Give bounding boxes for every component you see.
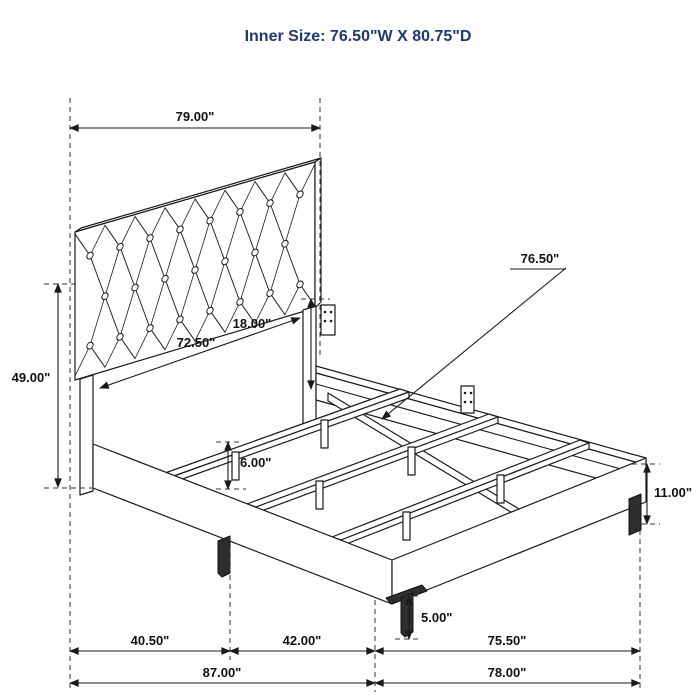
mid-metal-leg <box>217 535 231 578</box>
dimension-annotations: 79.00" 49.00" 72.50" 18.00" 76.50" 6.00"… <box>12 98 692 692</box>
dim-label-headboard-height: 49.00" <box>12 370 51 385</box>
dim-label-headboard-width: 79.00" <box>176 109 215 124</box>
headboard-bracket <box>320 304 336 336</box>
slat-leg <box>496 474 505 504</box>
headboard-left-leg <box>79 374 94 496</box>
rail-bracket <box>460 385 475 414</box>
dim-label-slatleg-6: 6.00" <box>240 455 271 470</box>
dim-label-rail-11: 11.00" <box>654 485 692 500</box>
dim-label-span-42: 42.00" <box>283 633 322 648</box>
dim-label-gap-18: 18.00" <box>233 316 272 331</box>
dim-label-overall-87: 87.00" <box>203 665 242 680</box>
dim-label-overall-78: 78.00" <box>488 665 527 680</box>
slat-3 <box>331 439 590 547</box>
dim-label-inner-width: 72.50" <box>177 335 216 350</box>
dim-line-inner-width <box>99 317 301 389</box>
page-title: Inner Size: 76.50"W X 80.75"D <box>245 28 472 45</box>
foot-leg-plate <box>385 584 428 605</box>
corner-metal-leg <box>628 493 642 536</box>
slat-2 <box>246 413 499 514</box>
bed-drawing <box>74 157 647 638</box>
slat-leg <box>231 451 240 481</box>
dim-label-span-75: 75.50" <box>488 633 527 648</box>
foot-rail-face <box>391 457 647 605</box>
headboard-right-leg <box>302 305 317 436</box>
slat-leg <box>320 419 329 449</box>
dim-label-span-40: 40.50" <box>131 633 170 648</box>
far-rail-inner-face <box>315 372 647 493</box>
slat-leg <box>407 446 416 476</box>
slat-leg <box>402 511 411 541</box>
dim-label-slat-76: 76.50" <box>521 251 560 266</box>
foot-metal-leg <box>400 592 414 638</box>
slat-leg <box>315 480 324 510</box>
dim-label-leg-5: 5.00" <box>421 610 452 625</box>
leader-line-slat-76 <box>381 267 567 420</box>
